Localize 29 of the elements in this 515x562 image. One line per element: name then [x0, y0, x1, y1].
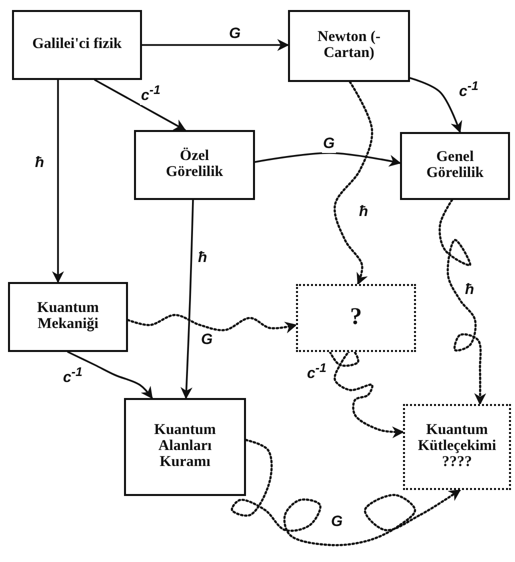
arrow [141, 39, 290, 51]
node-label: Kuantum Mekaniği [36, 301, 100, 333]
concept-box [288, 10, 410, 82]
concept-box [8, 282, 128, 352]
arrow [254, 152, 402, 167]
arrow [94, 79, 186, 131]
concept-box [134, 130, 255, 200]
dotted-arrow [126, 314, 298, 334]
concept-box [12, 10, 142, 80]
node-label: Kuantum Alanları Kuramı [153, 423, 217, 471]
node-label: ? [350, 305, 362, 331]
arrow [409, 77, 462, 134]
dotted-arrow [230, 438, 462, 546]
concept-box [124, 398, 246, 496]
dotted-concept-box [403, 404, 511, 490]
dotted-arrow [334, 80, 374, 286]
dotted-arrow [438, 198, 486, 406]
node-label: Kuantum Kütleçekimi ???? [418, 423, 496, 471]
concept-box [400, 132, 510, 200]
node-label: Özel Görelilik [164, 149, 224, 181]
arrow [52, 79, 64, 284]
arrow [180, 199, 194, 400]
edge-label: c$^{-1}$ [140, 84, 162, 104]
node-label: Genel Görelilik [425, 150, 485, 182]
arrow [67, 351, 153, 399]
node-label: Newton (- Cartan) [316, 30, 382, 62]
node-label: Galilei'ci fizik [32, 37, 122, 53]
dotted-concept-box [296, 284, 416, 352]
edge-label: G [322, 136, 336, 152]
